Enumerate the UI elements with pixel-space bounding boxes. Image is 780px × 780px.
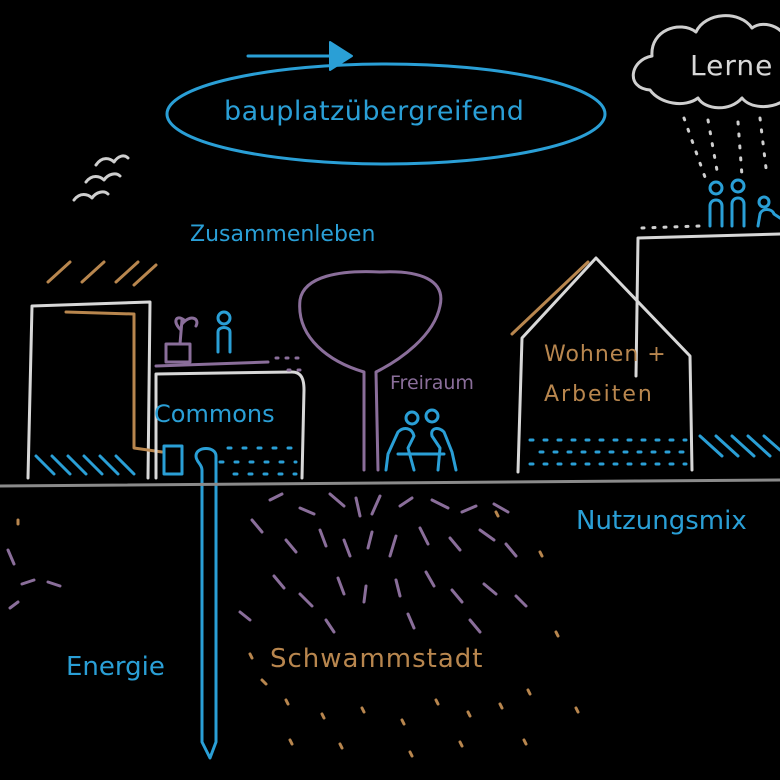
- label-commons: Commons: [154, 400, 275, 428]
- birds-icon: [72, 154, 130, 202]
- bauplatz-ellipse: [165, 62, 607, 166]
- roof-hatch: [46, 260, 158, 287]
- label-bauplatzuebergreifend: bauplatzübergreifend: [224, 96, 525, 127]
- tree-icon: [298, 270, 443, 472]
- left-hatch: [34, 454, 136, 476]
- cloud-rain-dots: [682, 116, 768, 182]
- label-wohnen: Wohnen +: [544, 342, 667, 367]
- house-dots: [528, 438, 692, 466]
- label-zusammenleben: Zusammenleben: [190, 222, 376, 247]
- energy-box: [162, 444, 184, 476]
- label-lernen: Lerne: [690, 49, 774, 82]
- ground-line: [0, 478, 780, 488]
- person-icon: [216, 310, 232, 354]
- label-energie: Energie: [66, 652, 165, 682]
- house-icon: [516, 256, 694, 474]
- energy-pipe-orange: [64, 310, 164, 454]
- label-freiraum: Freiraum: [390, 372, 474, 394]
- energy-pipe: [194, 447, 218, 760]
- tree-roots: [6, 492, 528, 634]
- commons-roof-line: [154, 360, 270, 368]
- label-arbeiten: Arbeiten: [544, 382, 654, 407]
- house-roof-hatch: [510, 260, 590, 336]
- people-bench-icon: [384, 408, 458, 472]
- commons-dots: [218, 446, 298, 476]
- people-group-icon: [708, 178, 780, 228]
- right-hatch: [698, 434, 780, 458]
- right-building: [634, 232, 780, 378]
- sponge-dots: [16, 510, 580, 758]
- left-building: [26, 300, 152, 480]
- commons-building: [154, 370, 306, 480]
- arrow-icon: [246, 41, 353, 71]
- right-roof-dots: [640, 224, 702, 230]
- commons-roof-dots: [274, 356, 306, 372]
- label-nutzungsmix: Nutzungsmix: [576, 506, 747, 536]
- label-schwammstadt: Schwammstadt: [270, 644, 484, 674]
- plant-icon: [164, 316, 199, 364]
- cloud-icon: [631, 14, 780, 110]
